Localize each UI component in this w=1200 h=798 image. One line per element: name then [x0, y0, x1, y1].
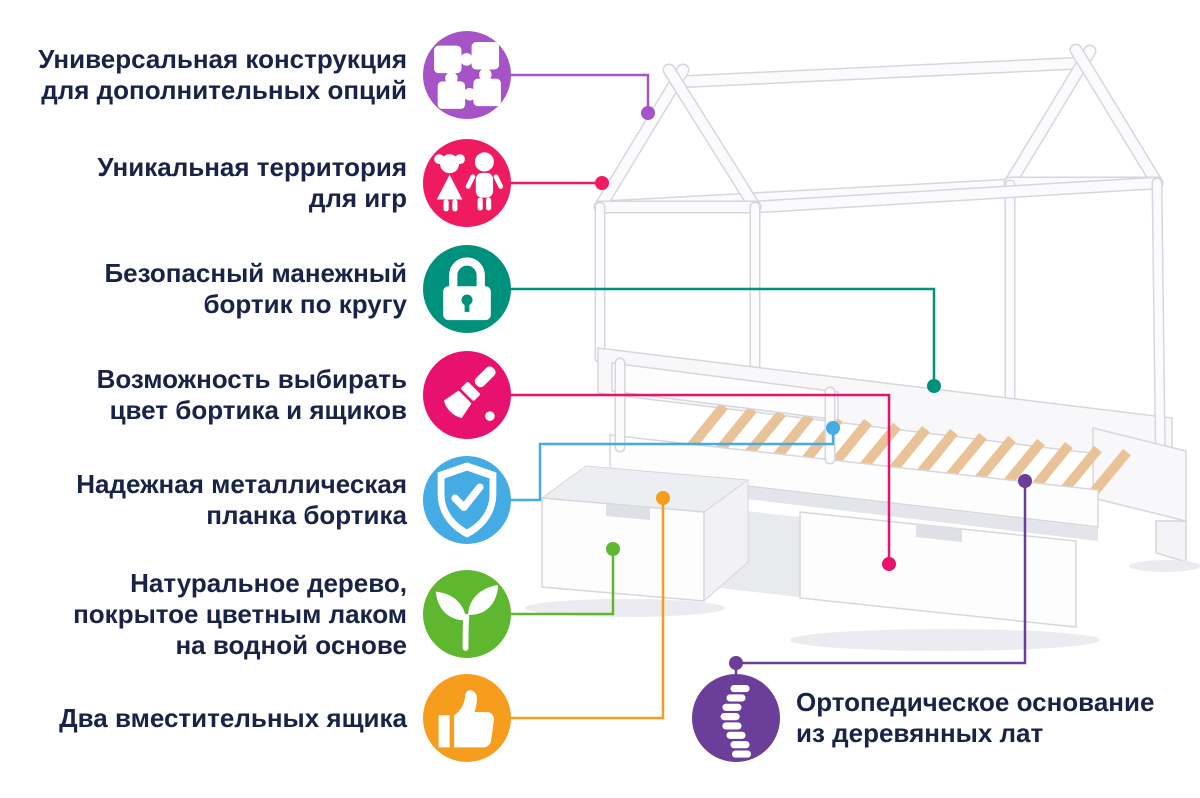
drawer-right [799, 511, 1077, 628]
feature-text-line: планка бортика [206, 500, 407, 530]
spine-icon [692, 674, 780, 762]
feature-text-line: цвет бортика и ящиков [109, 395, 407, 425]
feature-text-line: покрытое цветным лаком [73, 598, 407, 629]
feature-label: Безопасный манежный бортик по кругу [25, 258, 407, 320]
feature-label: Натуральное дерево, покрытое цветным лак… [25, 568, 407, 661]
children-icon [423, 139, 511, 227]
feature-text-line: Два вместительных ящика [59, 702, 407, 733]
feature-safety-playpen-rail: Безопасный манежный бортик по кругу [25, 245, 511, 333]
sprout-icon [423, 570, 511, 658]
puzzle-icon [423, 31, 511, 119]
shield-check-icon [423, 456, 511, 544]
padlock-icon [423, 245, 511, 333]
feature-two-drawers: Два вместительных ящика [25, 674, 511, 762]
connector-safety-rail [508, 287, 941, 393]
front-rail [609, 434, 1099, 528]
feature-text-line: Ортопедическое основание [796, 687, 1155, 717]
connector-natural-wood [508, 542, 620, 616]
feature-orthopedic-base: Ортопедическое основание из деревянных л… [692, 674, 1154, 762]
feature-color-choice: Возможность выбирать цвет бортика и ящик… [25, 351, 511, 439]
footboard-leg [1155, 520, 1187, 564]
feature-text-line: бортик по кругу [203, 289, 407, 319]
feature-text-line: Надежная металлическая [76, 469, 407, 499]
connector-universal-design [508, 73, 655, 120]
connector-play-territory [508, 176, 609, 190]
feature-label: Ортопедическое основание из деревянных л… [796, 687, 1154, 749]
connector-metal-plank [508, 421, 840, 502]
feature-text-line: для дополнительных опций [41, 75, 407, 105]
feature-text-line: Натуральное дерево, [130, 567, 407, 598]
feature-label: Возможность выбирать цвет бортика и ящик… [25, 364, 407, 426]
feature-text-line: Уникальная территория [97, 152, 407, 182]
floor-shadows [525, 560, 1200, 651]
connector-color-choice [508, 393, 896, 571]
feature-play-territory: Уникальная территория для игр [25, 139, 511, 227]
feature-universal-design: Универсальная конструкция для дополнител… [25, 31, 511, 119]
feature-label: Уникальная территория для игр [25, 152, 407, 214]
feature-natural-wood: Натуральное дерево, покрытое цветным лак… [25, 566, 511, 662]
connector-two-drawers [508, 491, 670, 720]
drawer-left [540, 465, 750, 603]
connector-orthopedic-base [729, 474, 1032, 674]
feature-text-line: на водной основе [175, 629, 407, 660]
feature-text-line: Возможность выбирать [96, 364, 407, 394]
feature-text-line: из деревянных лат [796, 718, 1044, 748]
feature-text-line: Безопасный манежный [104, 258, 407, 288]
feature-text-line: для игр [308, 183, 407, 213]
feature-metal-plank: Надежная металлическая планка бортика [25, 456, 511, 544]
house-frame [593, 43, 1164, 406]
feature-text-line: Универсальная конструкция [38, 44, 407, 74]
paintbrush-icon [423, 351, 511, 439]
feature-label: Два вместительных ящика [25, 703, 407, 734]
thumbs-up-icon [423, 674, 511, 762]
feature-label: Универсальная конструкция для дополнител… [25, 44, 407, 106]
feature-label: Надежная металлическая планка бортика [25, 469, 407, 531]
